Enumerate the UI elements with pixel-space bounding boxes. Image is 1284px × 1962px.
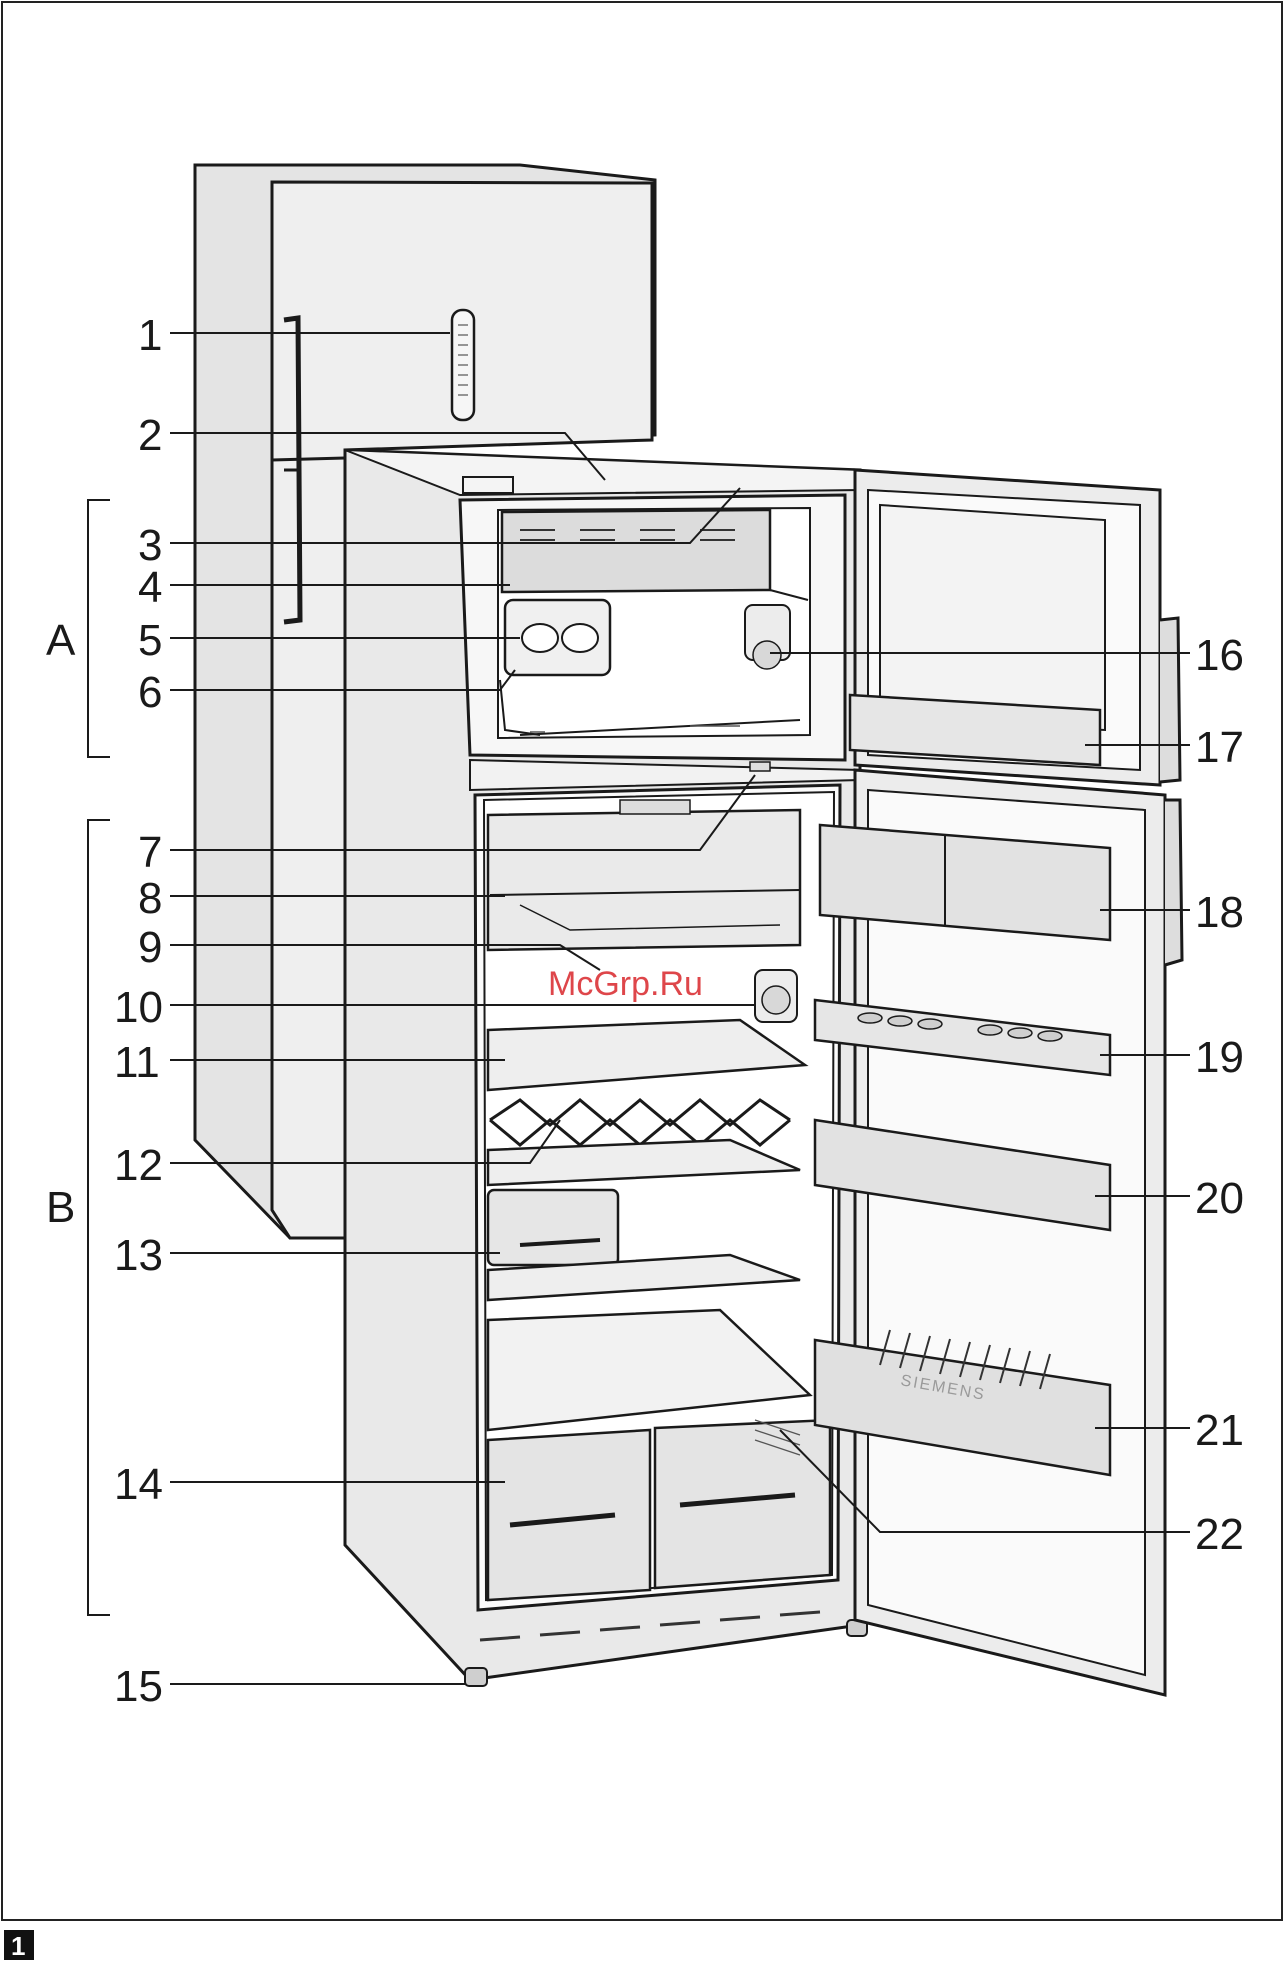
group-label-b: B (46, 1183, 75, 1232)
callout-10: 10 (114, 983, 163, 1032)
callout-4: 4 (138, 563, 162, 612)
watermark: McGrp.Ru (548, 965, 703, 1003)
callout-15: 15 (114, 1662, 163, 1711)
callout-18: 18 (1195, 888, 1244, 937)
open-fridge-body (345, 450, 867, 1686)
callout-20: 20 (1195, 1174, 1244, 1223)
callout-13: 13 (114, 1231, 163, 1280)
callout-21: 21 (1195, 1406, 1244, 1455)
callout-9: 9 (138, 923, 162, 972)
callout-6: 6 (138, 668, 162, 717)
callout-2: 2 (138, 411, 162, 460)
callout-1: 1 (138, 311, 162, 360)
callout-22: 22 (1195, 1510, 1244, 1559)
callout-17: 17 (1195, 723, 1244, 772)
figure-number: 1 (11, 1931, 25, 1961)
small-drawer (488, 1190, 618, 1265)
group-label-a: A (46, 616, 76, 665)
callout-5: 5 (138, 616, 162, 665)
group-brackets (88, 500, 110, 1615)
callout-14: 14 (114, 1460, 163, 1509)
callout-16: 16 (1195, 631, 1244, 680)
callout-8: 8 (138, 874, 162, 923)
callout-19: 19 (1195, 1033, 1244, 1082)
callout-11: 11 (114, 1038, 160, 1087)
callout-7: 7 (138, 828, 162, 877)
callout-12: 12 (114, 1141, 163, 1190)
